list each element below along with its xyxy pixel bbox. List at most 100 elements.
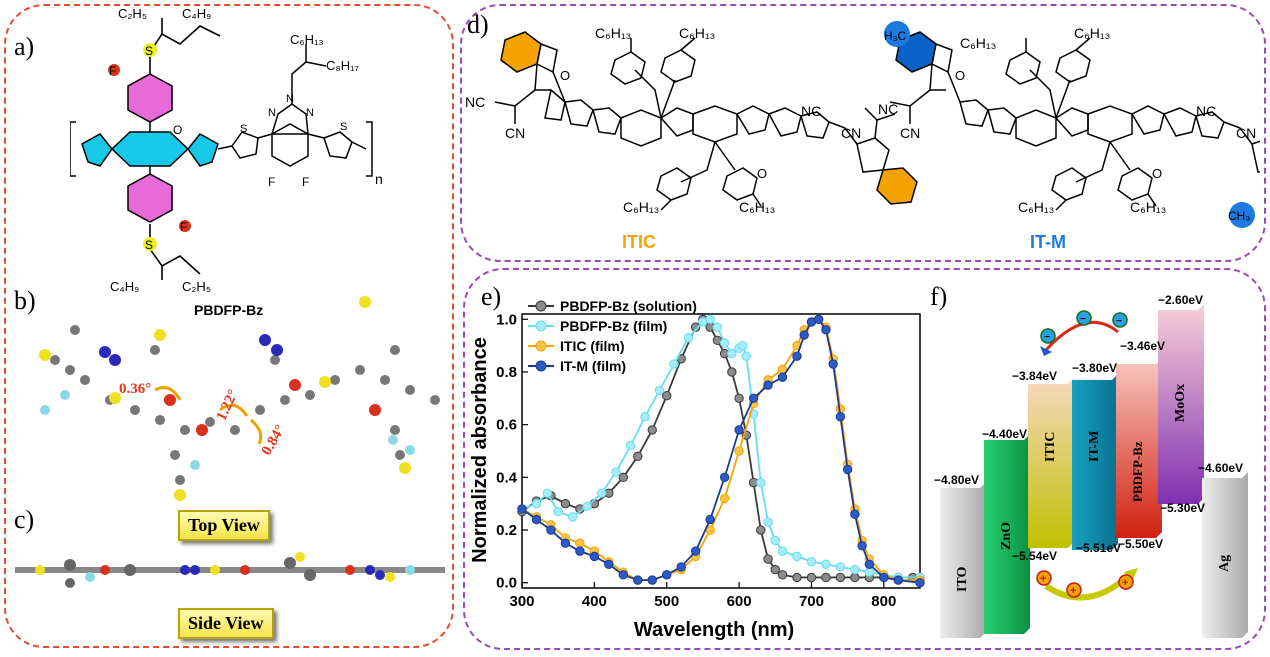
series-point-3 [662,570,672,580]
itm-nc-1: NC [878,101,898,117]
itm-ch3: CH₃ [1228,209,1250,223]
series-point-1 [611,467,621,477]
series-point-0 [662,390,672,401]
itm-c6h13-4: C₆H₁₃ [1130,199,1166,215]
series-point-3 [842,464,853,475]
side-chain-top-2: C₄H₉ [182,6,211,21]
series-point-1 [806,556,817,567]
series-point-0 [727,367,737,377]
level-zno-name: ZnO [999,522,1014,550]
polymer-structure: C₂H₅ C₄H₉ C₄H₉ C₂H₅ S S F F O n S N N N … [70,6,383,294]
series-point-3 [792,351,802,361]
energy-level-diagram: ITO ZnO ITIC IT-M PBDFP-Bz MoOx Ag −4.80… [934,293,1248,638]
series-point-0 [806,572,817,583]
x-tick-label: 400 [582,593,607,610]
series-point-1 [683,333,694,343]
series-point-1 [727,348,737,359]
zno-top-label: −4.40eV [982,427,1027,441]
series-point-3 [748,393,759,404]
pbdfp-top-label: −3.46eV [1120,339,1165,353]
itic-cn-2: CN [841,125,861,141]
itm-c6h13-3: C₆H₁₃ [1018,199,1054,215]
hole-3: + [1122,577,1128,589]
series-point-3 [850,509,860,519]
y-tick-label: 0.8 [496,364,517,381]
series-point-3 [828,359,838,369]
series-point-1 [864,567,875,577]
electron-3: − [1116,316,1122,327]
series-point-3 [604,559,614,569]
series-point-0 [835,572,846,583]
itic-bottom-label: −5.54eV [1012,549,1057,563]
x-tick-label: 300 [509,593,534,610]
series-point-3 [647,575,657,585]
itic-o-1: O [560,68,570,83]
series-point-3 [589,551,600,562]
series-point-1 [640,412,650,422]
atom-n-3: N [306,107,314,119]
side-chain-top-1: C₂H₅ [118,6,147,21]
level-pbdfp-name: PBDFP-Bz [1130,441,1145,502]
legend-marker-0 [535,300,547,312]
series-point-3 [813,314,824,324]
series-point-1 [712,322,723,332]
series-point-1 [770,535,780,546]
series-point-3 [719,472,730,483]
dft-top-view [39,296,440,501]
itm-c6h13-2: C₆H₁₃ [1074,25,1110,41]
series-point-0 [792,572,802,583]
itic-name: ITIC [622,232,656,252]
itm-top-label: −3.80eV [1072,361,1117,375]
panel-label-c: c) [14,505,35,534]
side-chain-bottom-2: C₂H₅ [182,279,211,294]
series-point-0 [647,425,657,435]
polymer-name: PBDFP-Bz [194,302,264,318]
itm-bottom-label: −5.51eV [1076,541,1121,555]
itic-nc-2: NC [801,103,821,119]
series-point-3 [857,541,867,551]
pbdfp-bottom-label: −5.50eV [1118,537,1163,551]
series-point-1 [654,385,665,396]
itm-h3c: H₃C [884,29,907,43]
series-point-3 [676,562,686,572]
x-axis-label: Wavelength (nm) [634,619,794,641]
legend-label-0: PBDFP-Bz (solution) [560,298,697,314]
itm-nc-2: NC [1196,103,1216,119]
series-point-1 [669,359,679,369]
series-point-1 [756,477,766,488]
panel-label-a: a) [14,32,35,61]
atom-n-2: N [286,93,294,105]
series-point-2 [734,446,744,456]
series-point-3 [864,559,875,569]
series-point-1 [777,546,788,556]
legend-marker-1 [535,320,547,332]
legend-label-1: PBDFP-Bz (film) [560,318,667,334]
side-view-banner: Side View [178,608,274,639]
atom-s-thio1: S [240,123,247,135]
y-tick-label: 1.0 [496,311,517,328]
y-axis-label: Normalized absorbance [469,337,491,563]
level-itic-name: ITIC [1043,432,1058,462]
plot-frame [521,313,921,589]
series-point-3 [560,538,571,548]
atom-f-bz-1: F [268,175,275,189]
itm-name: IT-M [1030,232,1066,252]
series-point-3 [531,514,542,525]
series-point-3 [763,380,773,390]
series-point-1 [542,488,553,498]
series-point-1 [553,506,563,517]
series-point-1 [763,517,773,527]
series-point-0 [756,525,766,535]
itm-o-2: O [1152,166,1162,181]
itm-o-1: O [955,68,965,83]
itm-cn-1: CN [900,125,920,141]
series-point-3 [879,572,889,583]
series-point-2 [719,493,730,504]
panel-abc [4,4,454,648]
series-point-3 [777,372,788,382]
hole-2: + [1070,585,1076,597]
series-point-3 [618,570,629,580]
itic-c6h13-4: C₆H₁₃ [739,199,775,215]
dihedral-1: 0.36° [119,381,152,397]
